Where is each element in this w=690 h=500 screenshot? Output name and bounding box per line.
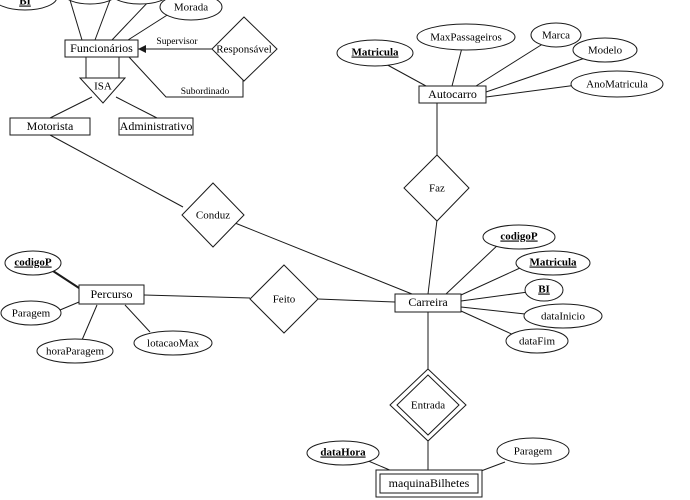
svg-text:Paragem: Paragem bbox=[12, 308, 51, 320]
svg-text:Autocarro: Autocarro bbox=[428, 87, 477, 101]
attr-lotacao-max: lotacaoMax bbox=[133, 330, 213, 356]
isa-triangle: ISA bbox=[78, 77, 127, 104]
svg-text:Faz: Faz bbox=[429, 183, 445, 195]
relationship-faz: Faz bbox=[403, 154, 470, 222]
attr-bi-carreira: BI bbox=[524, 278, 564, 302]
svg-text:codigoP: codigoP bbox=[14, 257, 52, 269]
entity-maquina-bilhetes: maquinaBilhetes bbox=[375, 469, 483, 498]
svg-text:Conduz: Conduz bbox=[196, 210, 230, 222]
svg-text:Feito: Feito bbox=[273, 294, 296, 306]
svg-text:Carreira: Carreira bbox=[408, 295, 448, 309]
entity-carreira: Carreira bbox=[394, 293, 462, 313]
attr-cut-2 bbox=[116, 0, 164, 5]
svg-text:horaParagem: horaParagem bbox=[46, 346, 104, 358]
svg-text:Funcionários: Funcionários bbox=[70, 41, 133, 55]
attr-modelo: Modelo bbox=[572, 37, 638, 63]
attr-data-hora: dataHora bbox=[306, 440, 380, 466]
svg-text:lotacaoMax: lotacaoMax bbox=[147, 338, 199, 350]
svg-text:Matricula: Matricula bbox=[529, 257, 577, 269]
attr-ano-matricula: AnoMatricula bbox=[570, 70, 664, 98]
attr-matricula-carreira: Matricula bbox=[515, 250, 591, 276]
entity-funcionarios: Funcionários bbox=[64, 39, 139, 58]
attr-matricula-autocarro: Matricula bbox=[336, 39, 414, 67]
attr-max-passageiros: MaxPassageiros bbox=[416, 23, 516, 51]
attr-data-inicio: dataInicio bbox=[523, 303, 603, 329]
svg-text:BI: BI bbox=[19, 0, 31, 8]
svg-text:Responsável: Responsável bbox=[216, 44, 272, 56]
attr-bi-funcionarios: BI bbox=[0, 0, 57, 11]
svg-text:Modelo: Modelo bbox=[588, 45, 623, 57]
svg-text:Paragem: Paragem bbox=[514, 446, 553, 458]
svg-text:ISA: ISA bbox=[94, 81, 112, 93]
attr-hora-paragem: horaParagem bbox=[36, 338, 114, 364]
svg-text:Entrada: Entrada bbox=[411, 400, 445, 412]
relationship-conduz: Conduz bbox=[181, 182, 245, 248]
svg-text:MaxPassageiros: MaxPassageiros bbox=[430, 32, 502, 44]
svg-text:Motorista: Motorista bbox=[27, 119, 74, 133]
supervisor-label: Supervisor bbox=[156, 37, 198, 47]
attr-codigo-p-percurso: codigoP bbox=[4, 250, 62, 276]
svg-text:Morada: Morada bbox=[174, 2, 208, 14]
svg-text:Matricula: Matricula bbox=[351, 47, 399, 59]
attr-morada: Morada bbox=[159, 0, 223, 21]
relationship-responsavel: Responsável bbox=[211, 16, 278, 82]
attr-marca: Marca bbox=[530, 22, 582, 48]
svg-text:Percurso: Percurso bbox=[91, 287, 133, 301]
svg-text:codigoP: codigoP bbox=[500, 231, 538, 243]
svg-text:dataHora: dataHora bbox=[320, 447, 366, 459]
supervisor-arrowhead bbox=[138, 45, 146, 53]
subordinado-label: Subordinado bbox=[181, 87, 230, 97]
attr-paragem-maquina: Paragem bbox=[496, 437, 570, 465]
svg-text:Administrativo: Administrativo bbox=[120, 119, 193, 133]
entity-administrativo: Administrativo bbox=[118, 117, 194, 136]
entity-motorista: Motorista bbox=[9, 117, 91, 136]
relationship-feito: Feito bbox=[249, 264, 319, 334]
attr-paragem-percurso: Paragem bbox=[0, 300, 62, 326]
entity-percurso: Percurso bbox=[78, 284, 145, 305]
svg-text:AnoMatricula: AnoMatricula bbox=[586, 79, 648, 91]
svg-text:maquinaBilhetes: maquinaBilhetes bbox=[389, 476, 470, 490]
relationship-entrada: Entrada bbox=[389, 368, 467, 442]
svg-text:Marca: Marca bbox=[542, 30, 570, 42]
attr-data-fim: dataFim bbox=[505, 328, 569, 354]
svg-text:dataFim: dataFim bbox=[519, 336, 555, 348]
svg-text:BI: BI bbox=[538, 284, 550, 296]
attr-codigo-p-carreira: codigoP bbox=[482, 224, 556, 250]
entity-autocarro: Autocarro bbox=[418, 85, 487, 104]
edges bbox=[49, 0, 589, 472]
attr-cut-1 bbox=[68, 0, 112, 5]
svg-text:dataInicio: dataInicio bbox=[541, 311, 585, 323]
